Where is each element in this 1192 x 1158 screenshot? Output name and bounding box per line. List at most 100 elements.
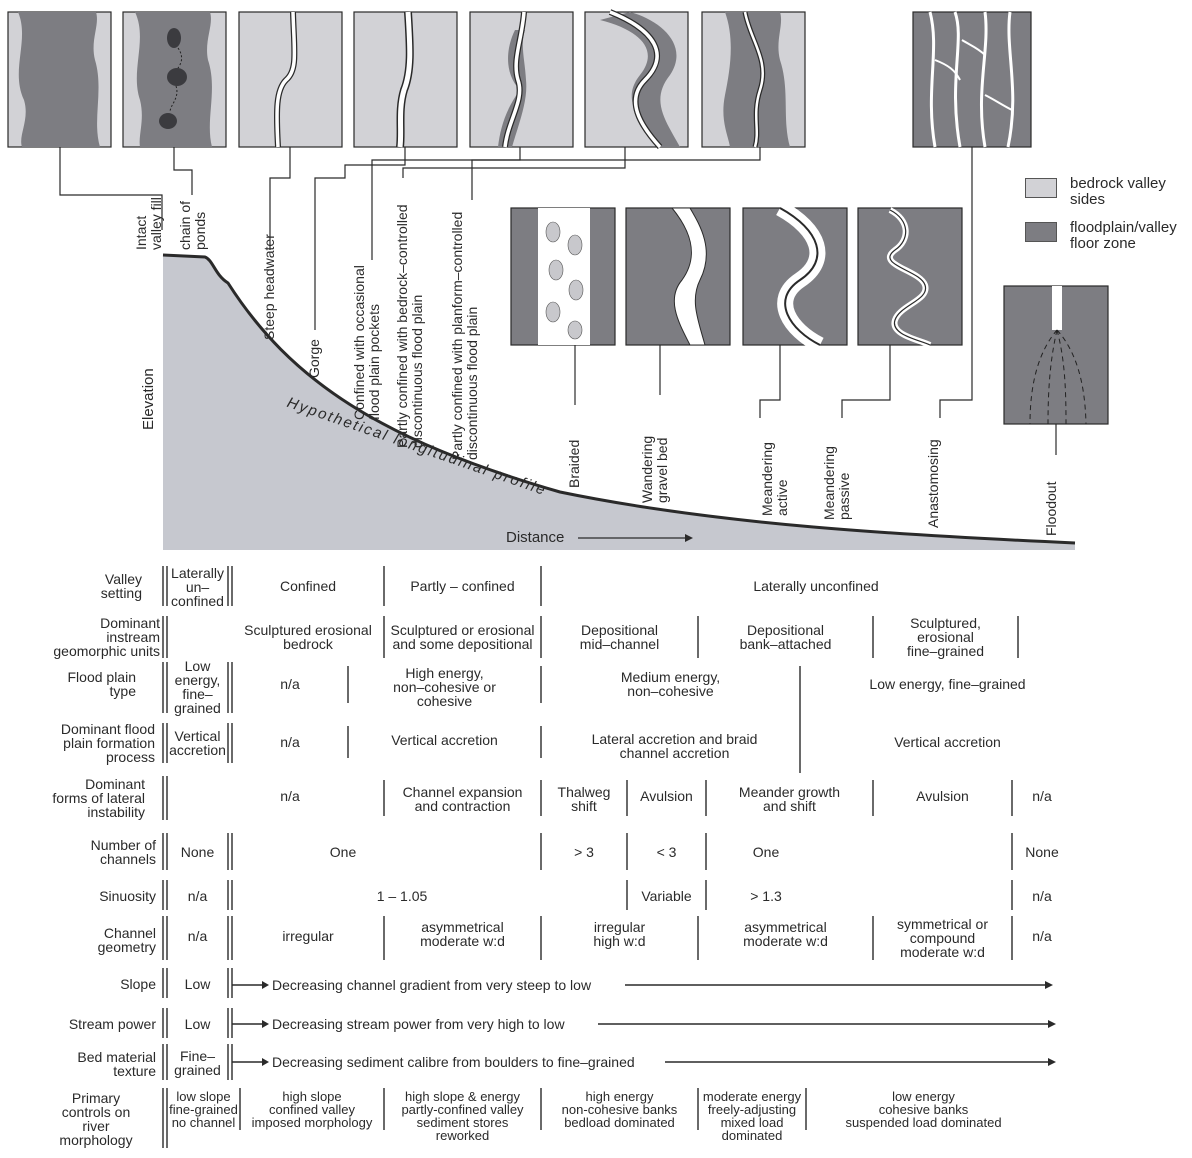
cell-instability-6: Avulsion (916, 788, 969, 804)
legend-swatch-floodplain (1025, 222, 1057, 242)
cell-geomorph-1: Sculptured erosional bedrock (244, 622, 372, 652)
cell-fptype-2: n/a (280, 676, 300, 692)
row-header-lateral-instability: Dominant forms of lateral instability (52, 776, 145, 820)
cell-controls-4: high energy non-cohesive banks bedload d… (561, 1088, 678, 1130)
cell-fptype-5: Low energy, fine–grained (869, 676, 1026, 692)
row-header-geomorphic-units: Dominant instream geomorphic units (53, 615, 160, 659)
panel-intact-valley-fill (7, 11, 112, 148)
cell-controls-5: moderate energy freely-adjusting mixed l… (702, 1089, 802, 1143)
longitudinal-profile-figure (7, 9, 1109, 550)
label-anastomosing: Anastomosing (925, 439, 941, 528)
cell-instability-7: n/a (1032, 788, 1052, 804)
cell-slope-1: Low (184, 976, 211, 992)
label-braided: Braided (566, 439, 582, 488)
cell-channels-3: > 3 (574, 844, 594, 860)
cell-geomorph-3: Depositional mid–channel (579, 622, 660, 652)
cell-controls-6: low energy cohesive banks suspended load… (845, 1088, 1002, 1130)
panel-braided (510, 207, 616, 346)
cell-sinuosity-5: n/a (1032, 888, 1052, 904)
label-wandering: Wandering gravel bed (639, 435, 670, 503)
leader-lines (59, 147, 1057, 455)
label-gorge: Gorge (306, 339, 322, 378)
cell-sinuosity-3: Variable (641, 888, 692, 904)
label-chain-of-ponds: chain of ponds (177, 200, 208, 250)
cell-channels-6: None (1025, 844, 1059, 860)
label-planform-controlled: Partly confined with planform–controlled… (449, 211, 480, 460)
cell-bed-2: Decreasing sediment calibre from boulder… (272, 1054, 635, 1070)
cell-fptype-4: Medium energy, non–cohesive (620, 669, 721, 699)
row-header-formation-process: Dominant flood plain formation process (60, 721, 155, 765)
panel-bedrock-controlled (584, 9, 689, 150)
cell-bed-1: Fine– grained (174, 1048, 221, 1078)
label-bedrock-controlled: Partly confined with bedrock–controlled … (394, 204, 425, 448)
cell-controls-3: high slope & energy partly-confined vall… (401, 1089, 524, 1143)
legend-label-floodplain: floodplain/valley floor zone (1070, 219, 1177, 252)
cell-geomorph-2: Sculptured or erosional and some deposit… (390, 622, 535, 652)
cell-instability-5: Meander growth and shift (738, 784, 841, 814)
legend-label-bedrock: bedrock valley sides (1070, 175, 1166, 208)
cell-formation-4: Lateral accretion and braid channel accr… (591, 731, 758, 761)
cell-channels-1: None (180, 844, 215, 860)
cell-sinuosity-2: 1 – 1.05 (376, 888, 428, 904)
label-meandering-active: Meandering active (759, 442, 790, 516)
row-header-valley-setting: Valley setting (100, 571, 142, 601)
row-header-sinuosity: Sinuosity (99, 888, 156, 904)
characteristics-table: Valley setting Dominant instream geomorp… (0, 558, 1192, 1158)
cell-instability-1: n/a (280, 788, 300, 804)
cell-valley-1: Laterally un– confined (171, 565, 224, 609)
cell-geomorph-5: Sculptured, erosional fine–grained (906, 615, 985, 659)
label-meandering-passive: Meandering passive (821, 446, 852, 520)
legend-swatch-bedrock (1025, 178, 1057, 198)
cell-controls-2: high slope confined valley imposed morph… (251, 1088, 373, 1130)
cell-fptype-3: High energy, non–cohesive or cohesive (393, 665, 496, 709)
row-header-bed-material: Bed material texture (77, 1049, 156, 1079)
cell-geometry-7: n/a (1032, 928, 1052, 944)
cell-formation-3: Vertical accretion (391, 732, 498, 748)
row-header-flood-plain-type: Flood plain type (67, 669, 137, 699)
cell-channels-5: One (752, 844, 780, 860)
cell-channels-2: One (329, 844, 357, 860)
row-header-channel-geometry: Channel geometry (97, 925, 156, 955)
cell-geometry-6: symmetrical or compound moderate w:d (896, 916, 988, 960)
cell-instability-3: Thalweg shift (557, 784, 611, 814)
cell-instability-4: Avulsion (640, 788, 693, 804)
panel-planform-controlled (701, 11, 806, 148)
cell-valley-2: Confined (279, 578, 337, 594)
cell-sinuosity-4: > 1.3 (750, 888, 782, 904)
label-floodout: Floodout (1043, 481, 1059, 536)
panel-steep-headwater (238, 11, 343, 148)
cell-slope-2: Decreasing channel gradient from very st… (272, 977, 592, 993)
cell-fptype-1: Low energy, fine– grained (174, 658, 221, 716)
distance-label: Distance (506, 529, 565, 546)
panel-floodout (1003, 285, 1109, 425)
panel-meandering-active (742, 200, 848, 353)
label-confined-pockets: Confined with occasional flood plain poc… (351, 265, 382, 420)
profile-curve (162, 253, 1076, 545)
cell-formation-5: Vertical accretion (894, 734, 1001, 750)
cell-geometry-2: irregular (282, 928, 334, 944)
row-header-number-channels: Number of channels (90, 837, 156, 867)
panel-gorge (353, 11, 458, 148)
label-intact-valley-fill: Intact valley fill (133, 197, 164, 250)
cell-formation-2: n/a (280, 734, 300, 750)
label-steep-headwater: Steep headwater (261, 234, 277, 340)
cell-valley-3: Partly – confined (410, 578, 515, 594)
cell-geometry-4: irregular high w:d (593, 919, 646, 949)
cell-geometry-5: asymmetrical moderate w:d (743, 919, 828, 949)
cell-geometry-3: asymmetrical moderate w:d (420, 919, 505, 949)
cell-controls-1: low slope fine-grained no channel (169, 1088, 238, 1130)
cell-formation-1: Vertical accretion (169, 728, 226, 758)
panel-wandering-gravel-bed (625, 207, 731, 346)
cell-sinuosity-1: n/a (187, 888, 208, 904)
row-header-primary-controls: Primary controls on river morphology (59, 1090, 133, 1148)
table-dividers (162, 566, 1056, 1148)
row-header-stream-power: Stream power (68, 1016, 156, 1032)
panel-confined-pockets (469, 11, 574, 148)
cell-power-2: Decreasing stream power from very high t… (272, 1016, 565, 1032)
cell-power-1: Low (184, 1016, 211, 1032)
panel-meandering-passive (857, 207, 963, 348)
cell-valley-4: Laterally unconfined (753, 578, 879, 594)
cell-geometry-1: n/a (187, 928, 208, 944)
panel-chain-of-ponds (122, 11, 227, 148)
cell-channels-4: < 3 (656, 844, 677, 860)
